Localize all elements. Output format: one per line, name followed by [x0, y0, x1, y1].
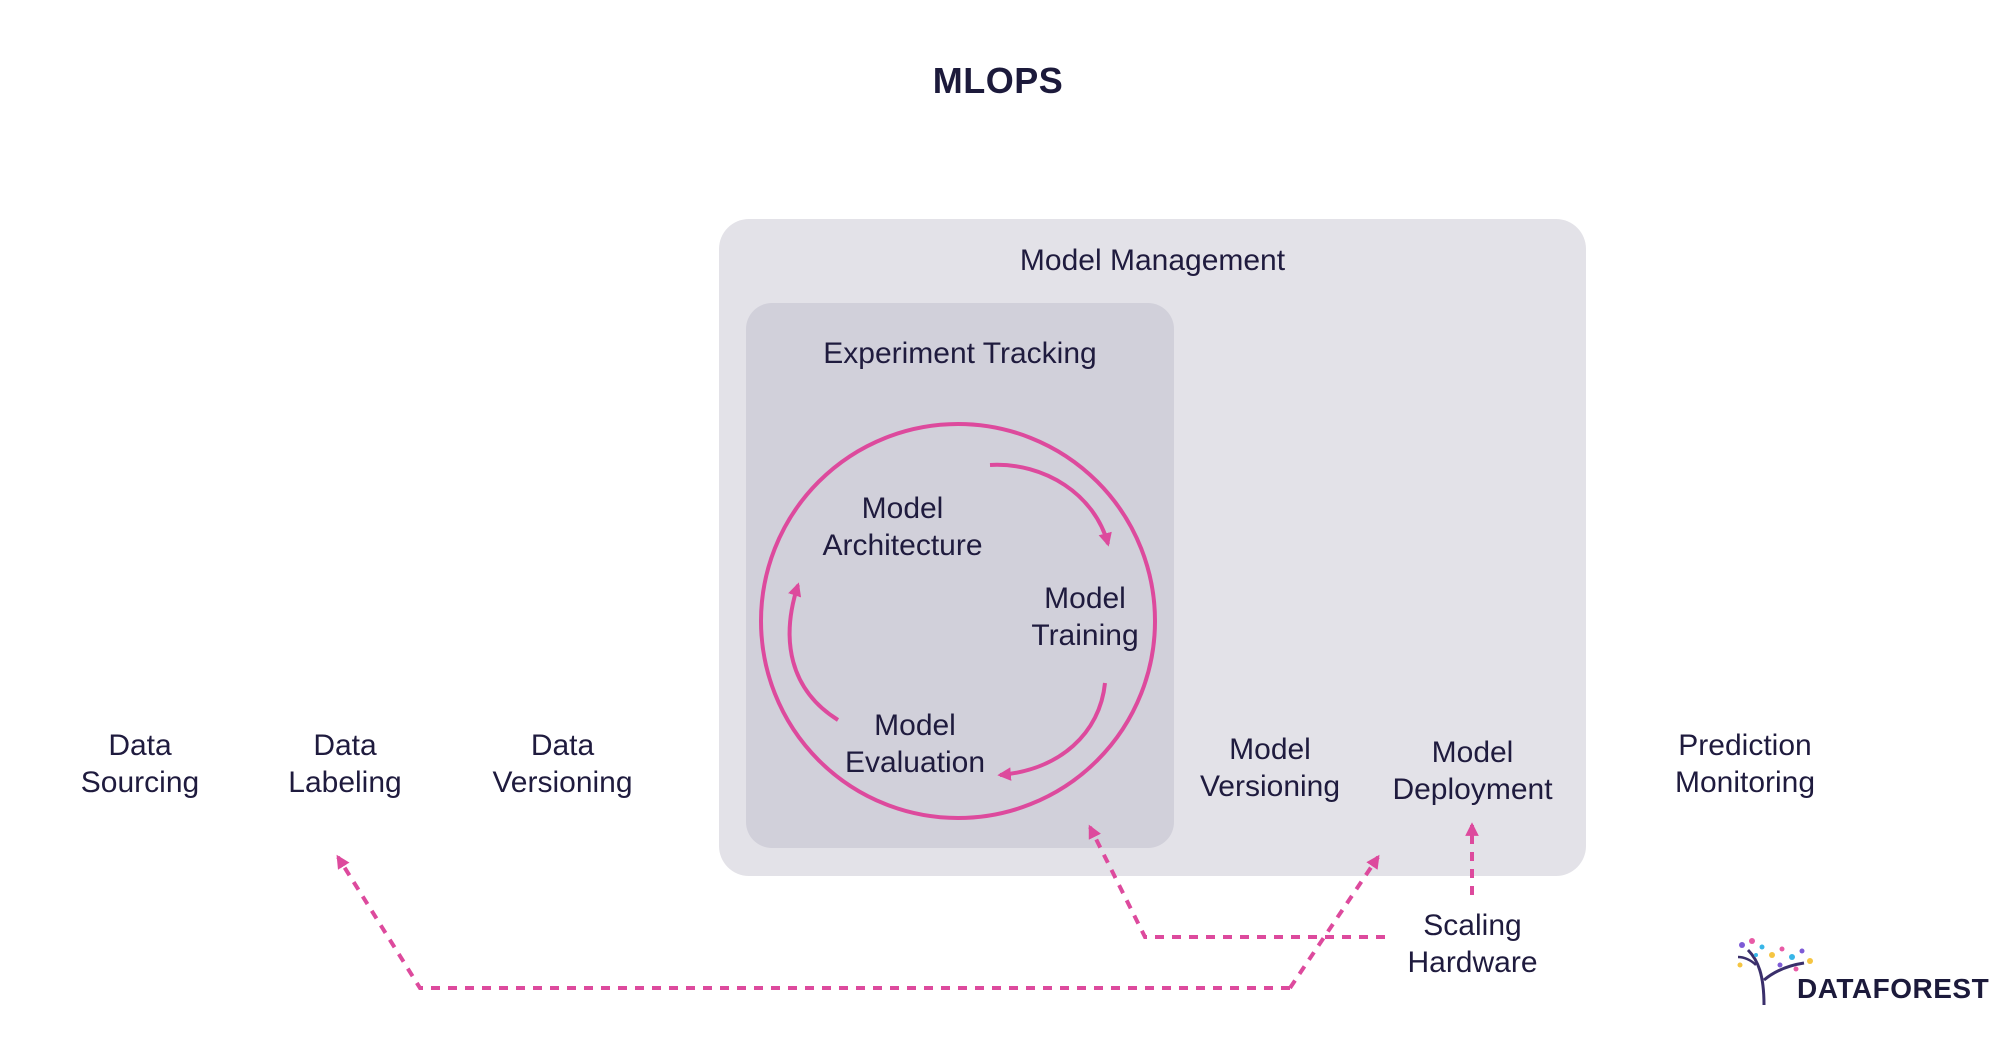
- model-management-label: Model Management: [1019, 244, 1286, 277]
- scaling-to-labeling-arrow: [336, 854, 1290, 990]
- dataforest-logo-icon: [1737, 938, 1813, 1006]
- scaling-to-versioning-arrow: [1288, 854, 1380, 990]
- experiment-tracking-label: Experiment Tracking: [823, 337, 1097, 370]
- dataforest-logo-text: DATAFOREST: [1797, 973, 1990, 1004]
- page-title: MLOPS: [932, 60, 1064, 101]
- scaling-to-experiment-arrow: [1088, 824, 1385, 939]
- training-to-evaluation-arrow: [997, 682, 1107, 781]
- architecture-to-training-arrow: [989, 462, 1112, 547]
- cycle-circle: [759, 422, 1157, 820]
- evaluation-to-architecture-arrow: [787, 582, 840, 722]
